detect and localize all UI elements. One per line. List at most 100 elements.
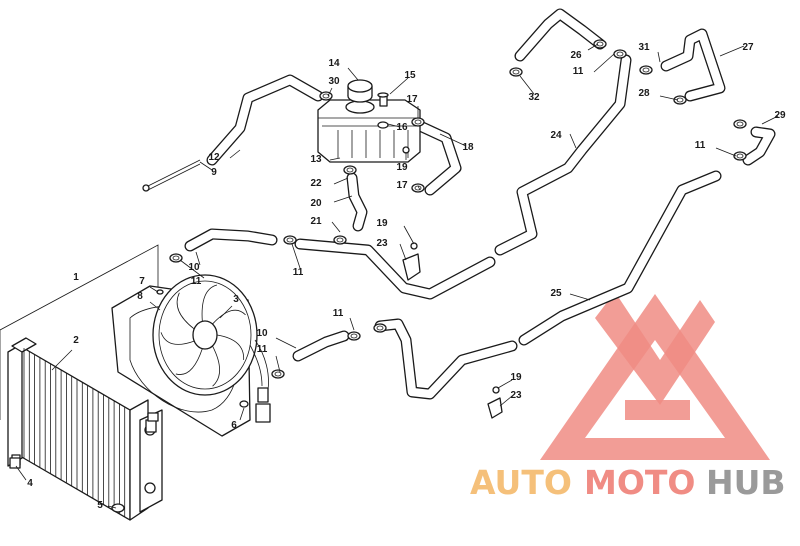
callout-c3: 3	[233, 294, 239, 305]
hose-clamp-icon	[373, 323, 387, 333]
hose-clamp-icon	[283, 235, 297, 245]
hose-clamp-icon	[169, 253, 183, 263]
leader-c17b	[417, 185, 421, 191]
hose-clamp-icon	[733, 151, 747, 161]
leader-c4	[15, 465, 27, 481]
leader-c11c	[275, 355, 281, 373]
leader-c11b	[291, 243, 301, 269]
leader-c29	[761, 115, 779, 125]
leader-c23b	[499, 395, 513, 407]
callout-c23a: 23	[376, 238, 388, 249]
watermark-moto: MOTO	[584, 463, 695, 502]
coolant-hoses	[184, 8, 776, 400]
leader-c15	[389, 77, 409, 95]
callout-c9: 9	[211, 167, 217, 178]
hose-clamps	[169, 39, 747, 379]
callout-c23b: 23	[510, 390, 522, 401]
callout-c20: 20	[310, 198, 322, 209]
callout-c19a: 19	[396, 162, 408, 173]
callout-c11a: 11	[191, 276, 202, 287]
leader-c9	[199, 161, 213, 171]
callout-c17b: 17	[396, 180, 408, 191]
callout-c11e: 11	[573, 66, 584, 77]
hose-20	[346, 172, 368, 232]
callout-c18: 18	[462, 142, 474, 153]
hose-clamp-icon	[509, 67, 523, 77]
callout-c11b: 11	[293, 267, 304, 278]
callout-c11f: 11	[695, 140, 706, 151]
leader-c21	[331, 221, 341, 233]
leader-c3	[219, 305, 233, 319]
hose-clamp-icon	[319, 91, 333, 101]
callout-c16: 16	[396, 122, 408, 133]
leader-c11a	[179, 259, 205, 279]
leader-c20	[333, 195, 353, 203]
callout-c27: 27	[742, 42, 754, 53]
leader-c27	[719, 45, 745, 57]
callout-c2: 2	[73, 335, 79, 346]
leader-c10a	[195, 251, 201, 266]
leader-c11f	[715, 147, 737, 157]
leader-c32	[519, 75, 535, 95]
hose-clamp-icon	[411, 183, 425, 193]
leader-c2	[51, 349, 73, 371]
leader-c5	[107, 505, 117, 509]
reservoir-cap	[347, 79, 373, 103]
leader-c7	[149, 286, 159, 293]
callout-c11d: 11	[333, 308, 344, 319]
hose-main-lower	[294, 238, 496, 300]
watermark-text: AUTO MOTO HUB	[470, 463, 786, 502]
leader-c6	[239, 407, 245, 421]
callout-c11c: 11	[257, 344, 268, 355]
leader-c25	[569, 293, 591, 301]
callout-c4: 4	[27, 478, 33, 489]
callout-c13: 13	[310, 154, 322, 165]
callout-c32: 32	[528, 92, 540, 103]
hose-clamp-icon	[343, 165, 357, 175]
callout-c14: 14	[328, 58, 340, 69]
hose-12	[206, 74, 324, 166]
leader-c31	[657, 51, 661, 63]
callout-c19b: 19	[376, 218, 388, 229]
hose-clamp-icon	[271, 369, 285, 379]
callout-c12: 12	[208, 152, 220, 163]
leader-c22	[333, 177, 349, 185]
leader-c13	[329, 157, 341, 161]
cable-tie	[142, 159, 201, 192]
callout-c21: 21	[310, 216, 322, 227]
callout-c28: 28	[638, 88, 650, 99]
hose-29	[742, 126, 776, 166]
hose-clamp-icon	[333, 235, 347, 245]
callout-c15: 15	[404, 70, 416, 81]
leader-c14	[347, 67, 359, 81]
callout-c8: 8	[137, 291, 143, 302]
callout-c26: 26	[570, 50, 582, 61]
hose-clamp-icon	[673, 95, 687, 105]
watermark-auto: AUTO	[470, 463, 572, 502]
callout-c10b: 10	[256, 328, 268, 339]
watermark-hub: HUB	[706, 463, 786, 502]
hose-27	[660, 28, 726, 102]
leader-c8	[149, 301, 161, 311]
leader-lines	[15, 43, 779, 509]
leader-c11e	[593, 53, 615, 73]
hose-24	[494, 54, 632, 256]
small-fasteners	[9, 146, 503, 513]
hose-lower-return	[374, 318, 518, 400]
callout-c19c: 19	[510, 372, 522, 383]
hose-25	[518, 170, 722, 346]
leader-c12	[229, 149, 241, 159]
leader-c23a	[399, 243, 407, 261]
hose-clamp-icon	[613, 49, 627, 59]
leader-c28	[659, 95, 679, 101]
callout-c30: 30	[328, 76, 340, 87]
hose-18	[414, 120, 462, 196]
callout-c7: 7	[139, 276, 145, 287]
callout-c5: 5	[97, 500, 103, 511]
hose-clamp-icon	[347, 331, 361, 341]
hose-10-upper	[184, 228, 278, 252]
hose-top-26	[514, 8, 606, 62]
leader-c18	[439, 133, 467, 147]
